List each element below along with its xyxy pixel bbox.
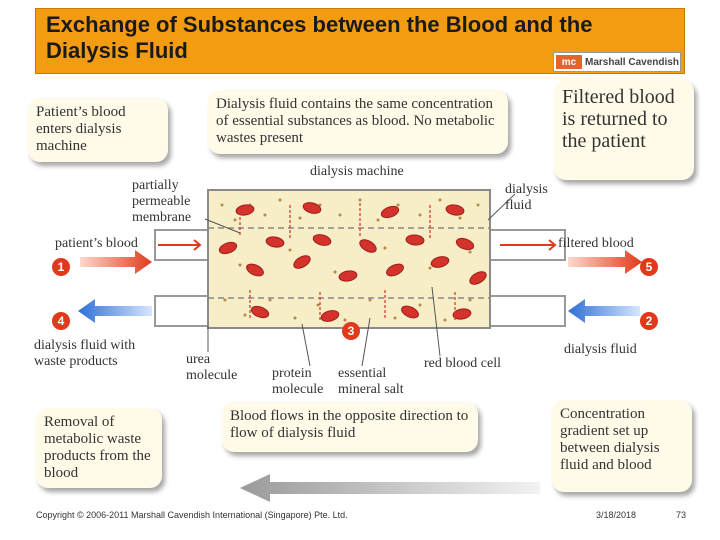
callout-opposite: Blood flows in the opposite direction to… (222, 402, 478, 452)
callout-gradient: Concentration gradient set up between di… (552, 400, 692, 492)
step-2-badge: 2 (640, 312, 658, 330)
footer-date: 3/18/2018 (596, 510, 637, 520)
step-1-badge: 1 (52, 258, 70, 276)
brand-badge: mc Marshall Cavendish (553, 52, 681, 72)
arrow-dialysis-waste-out (78, 299, 152, 323)
brand-name: Marshall Cavendish (585, 56, 679, 68)
callout-dialysis-fluid: Dialysis fluid contains the same concent… (208, 90, 508, 154)
callout-patient-blood: Patient’s blood enters dialysis machine (28, 98, 168, 162)
pointer-lines (204, 193, 516, 367)
brand-logo-icon: mc (556, 55, 582, 69)
label-dialysis-fluid-top: dialysis fluid (505, 182, 548, 213)
label-dialysis-fluid-waste: dialysis fluid with waste products (34, 338, 136, 369)
callout-filtered: Filtered blood is returned to the patien… (554, 80, 694, 180)
label-rbc: red blood cell (424, 356, 501, 371)
label-patients-blood: patient’s blood (55, 236, 138, 251)
callout-removal: Removal of metabolic waste products from… (36, 408, 162, 488)
label-partially-permeable: partially permeable membrane (132, 178, 192, 225)
arrow-patient-blood-in (80, 250, 152, 274)
label-urea: urea molecule (186, 352, 238, 383)
footer-copyright: Copyright © 2006-2011 Marshall Cavendish… (36, 510, 348, 520)
counter-flow-arrow (240, 474, 540, 502)
arrow-filtered-blood-out (568, 250, 642, 274)
label-filtered-blood: filtered blood (558, 236, 634, 251)
arrow-dialysis-fluid-in (568, 299, 640, 323)
label-essential: essential mineral salt (338, 366, 404, 397)
step-3-badge: 3 (342, 322, 360, 340)
page-title: Exchange of Substances between the Blood… (46, 12, 593, 63)
label-protein: protein molecule (272, 366, 324, 397)
red-blood-cells (218, 202, 487, 322)
step-4-badge: 4 (52, 312, 70, 330)
diffusion-arrows (239, 202, 456, 322)
step-5-badge: 5 (640, 258, 658, 276)
label-dialysis-fluid-right: dialysis fluid (564, 342, 637, 357)
label-dialysis-machine: dialysis machine (310, 164, 404, 179)
urea-dots (220, 198, 480, 322)
blood-flow-arrows (158, 239, 557, 251)
footer-page-number: 73 (676, 510, 687, 520)
title-bar (35, 8, 685, 74)
